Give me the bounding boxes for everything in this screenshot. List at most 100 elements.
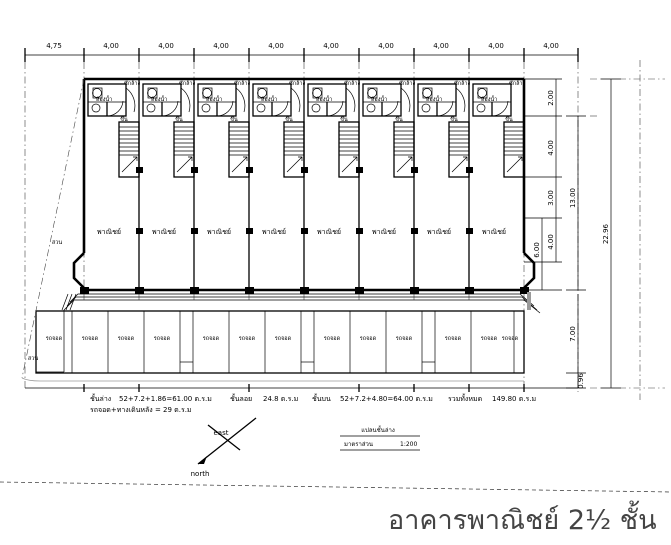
top-dim-6: 4,00 bbox=[378, 42, 394, 50]
top-dim-5: 4,00 bbox=[323, 42, 339, 50]
note-floor2-label: ชั้นบน bbox=[312, 392, 331, 403]
right-dim-inner-4: 4.00 bbox=[547, 234, 555, 250]
wash-label: ซักล้าง bbox=[454, 80, 471, 87]
parking-label: รถจอด bbox=[481, 336, 498, 342]
right-dim-inner-2: 3.00 bbox=[547, 190, 555, 206]
site-boundary bbox=[21, 78, 524, 382]
parking-label: รถจอด bbox=[445, 336, 462, 342]
wash-label: ซักล้าง bbox=[179, 80, 196, 87]
note-mezz-value: 24.8 ต.ร.ม bbox=[263, 395, 298, 403]
garden-label: สวน bbox=[52, 239, 62, 246]
shop-unit: ห้องน้ำ ซักล้าง ขึ้น พาณิชย์ bbox=[362, 80, 416, 236]
staircase bbox=[338, 121, 360, 178]
parking-label: รถจอด bbox=[154, 336, 171, 342]
bath-label: ห้องน้ำ bbox=[371, 95, 387, 103]
right-dimension-mid: 13.00 7.00 0.96 bbox=[566, 115, 586, 389]
parking-label: รถจอด bbox=[118, 336, 135, 342]
top-dim-8: 4,00 bbox=[488, 42, 504, 50]
compass-north-label: north bbox=[191, 470, 210, 478]
parking-label: รถจอด bbox=[360, 336, 377, 342]
shop-unit: ห้องน้ำ ซักล้าง ขึ้น พาณิชย์ bbox=[197, 80, 251, 236]
wash-label: ซักล้าง bbox=[399, 80, 416, 87]
stair-up-label: ขึ้น bbox=[395, 115, 403, 123]
parking-label: รถจอด bbox=[275, 336, 292, 342]
drawing-title-block: อาคารพาณิชย์ 2½ ชั้น bbox=[388, 500, 657, 536]
wash-label: ซักล้าง bbox=[124, 80, 141, 87]
top-dim-3: 4,00 bbox=[213, 42, 229, 50]
right-dim-outer-0: 22.96 bbox=[602, 223, 610, 244]
staircase bbox=[283, 121, 305, 178]
staircase bbox=[503, 121, 525, 178]
top-dim-9: 4,00 bbox=[543, 42, 559, 50]
shop-unit: ห้องน้ำ ซักล้าง ขึ้น พาณิชย์ bbox=[417, 80, 471, 236]
top-dim-0: 4,75 bbox=[46, 42, 62, 50]
parking-strip: รถจอด รถจอด รถจอด รถจอด รถจอด รถจอด รถจอ… bbox=[35, 310, 525, 374]
bath-label: ห้องน้ำ bbox=[261, 95, 277, 103]
parking-label: รถจอด bbox=[203, 336, 220, 342]
parking-label: รถจอด bbox=[324, 336, 341, 342]
staircase bbox=[448, 121, 470, 178]
right-dimension-inner: 2.00 4.00 3.00 4.00 6.00 bbox=[524, 78, 562, 291]
right-dimension-outer: 22.96 bbox=[590, 60, 665, 400]
entry-hatch-marks bbox=[61, 293, 77, 311]
top-dim-2: 4,00 bbox=[158, 42, 174, 50]
commercial-label: พาณิชย์ bbox=[427, 228, 451, 236]
stair-up-label: ขึ้น bbox=[505, 115, 513, 123]
stair-up-label: ขึ้น bbox=[285, 115, 293, 123]
parking-label: รถจอด bbox=[396, 336, 413, 342]
drawing-title-main: อาคารพาณิชย์ 2½ ชั้น bbox=[388, 500, 657, 536]
note-total-label: รวมทั้งหมด bbox=[448, 392, 482, 403]
bath-label: ห้องน้ำ bbox=[426, 95, 442, 103]
plan-caption-block: แปลนชั้นล่าง มาตราส่วน 1:200 bbox=[340, 424, 420, 451]
shop-unit: ห้องน้ำ ซักล้าง ขึ้น พาณิชย์ bbox=[142, 80, 196, 236]
structural-columns bbox=[80, 167, 529, 294]
party-walls bbox=[138, 79, 470, 290]
right-dim-inner-3: 6.00 bbox=[533, 242, 541, 258]
bath-label: ห้องน้ำ bbox=[96, 95, 112, 103]
shop-unit: ห้องน้ำ ซักล้าง ขึ้น พาณิชย์ bbox=[472, 80, 526, 236]
wash-label: ซักล้าง bbox=[234, 80, 251, 87]
note-floor1-label: ชั้นล่าง bbox=[90, 392, 111, 403]
scale-value: 1:200 bbox=[400, 441, 417, 448]
right-dim-mid-1: 7.00 bbox=[569, 326, 577, 342]
entry-hatch-marks-right bbox=[527, 292, 531, 310]
note-floor1-value: 52+7.2+1.86=61.00 ต.ร.ม bbox=[119, 395, 212, 403]
top-dimension-string: 4,75 4,00 4,00 4,00 4,00 4,00 4,00 4,00 … bbox=[24, 42, 579, 62]
right-dim-mid-0: 13.00 bbox=[569, 188, 577, 208]
bottom-dimension-ticks bbox=[25, 384, 578, 392]
bath-label: ห้องน้ำ bbox=[151, 95, 167, 103]
top-dim-1: 4,00 bbox=[103, 42, 119, 50]
bath-label: ห้องน้ำ bbox=[481, 95, 497, 103]
bath-label: ห้องน้ำ bbox=[206, 95, 222, 103]
staircase bbox=[173, 121, 195, 178]
bath-label: ห้องน้ำ bbox=[316, 95, 332, 103]
parking-label: รถจอด bbox=[239, 336, 256, 342]
commercial-label: พาณิชย์ bbox=[262, 228, 286, 236]
staircase bbox=[118, 121, 140, 178]
wash-label: ซักล้าง bbox=[289, 80, 306, 87]
right-dim-mid-2: 0.96 bbox=[577, 373, 585, 389]
staircase bbox=[393, 121, 415, 178]
stair-up-label: ขึ้น bbox=[230, 115, 238, 123]
garden-label: สวน bbox=[28, 355, 38, 362]
note-total-value: 149.80 ต.ร.ม bbox=[492, 395, 536, 403]
note-parking-area: รถจอด+ทางเดินหลัง = 29 ต.ร.ม bbox=[90, 406, 192, 414]
commercial-label: พาณิชย์ bbox=[482, 228, 506, 236]
parking-label: รถจอด bbox=[82, 336, 99, 342]
stair-up-label: ขึ้น bbox=[340, 115, 348, 123]
stair-up-label: ขึ้น bbox=[120, 115, 128, 123]
wash-label: ซักล้าง bbox=[344, 80, 361, 87]
commercial-label: พาณิชย์ bbox=[317, 228, 341, 236]
scale-label: มาตราส่วน bbox=[344, 441, 373, 448]
right-dim-inner-0: 2.00 bbox=[547, 90, 555, 106]
plan-caption: แปลนชั้นล่าง bbox=[361, 424, 395, 434]
top-dim-7: 4,00 bbox=[433, 42, 449, 50]
stair-up-label: ขึ้น bbox=[175, 115, 183, 123]
parking-label: รถจอด bbox=[502, 336, 519, 342]
note-floor2-value: 52+7.2+4.80=64.00 ต.ร.ม bbox=[340, 395, 433, 403]
top-dimension-ticks bbox=[24, 48, 579, 62]
shop-unit: ห้องน้ำ ซักล้าง ขึ้น พาณิชย์ bbox=[252, 80, 306, 236]
right-dim-inner-1: 4.00 bbox=[547, 140, 555, 156]
